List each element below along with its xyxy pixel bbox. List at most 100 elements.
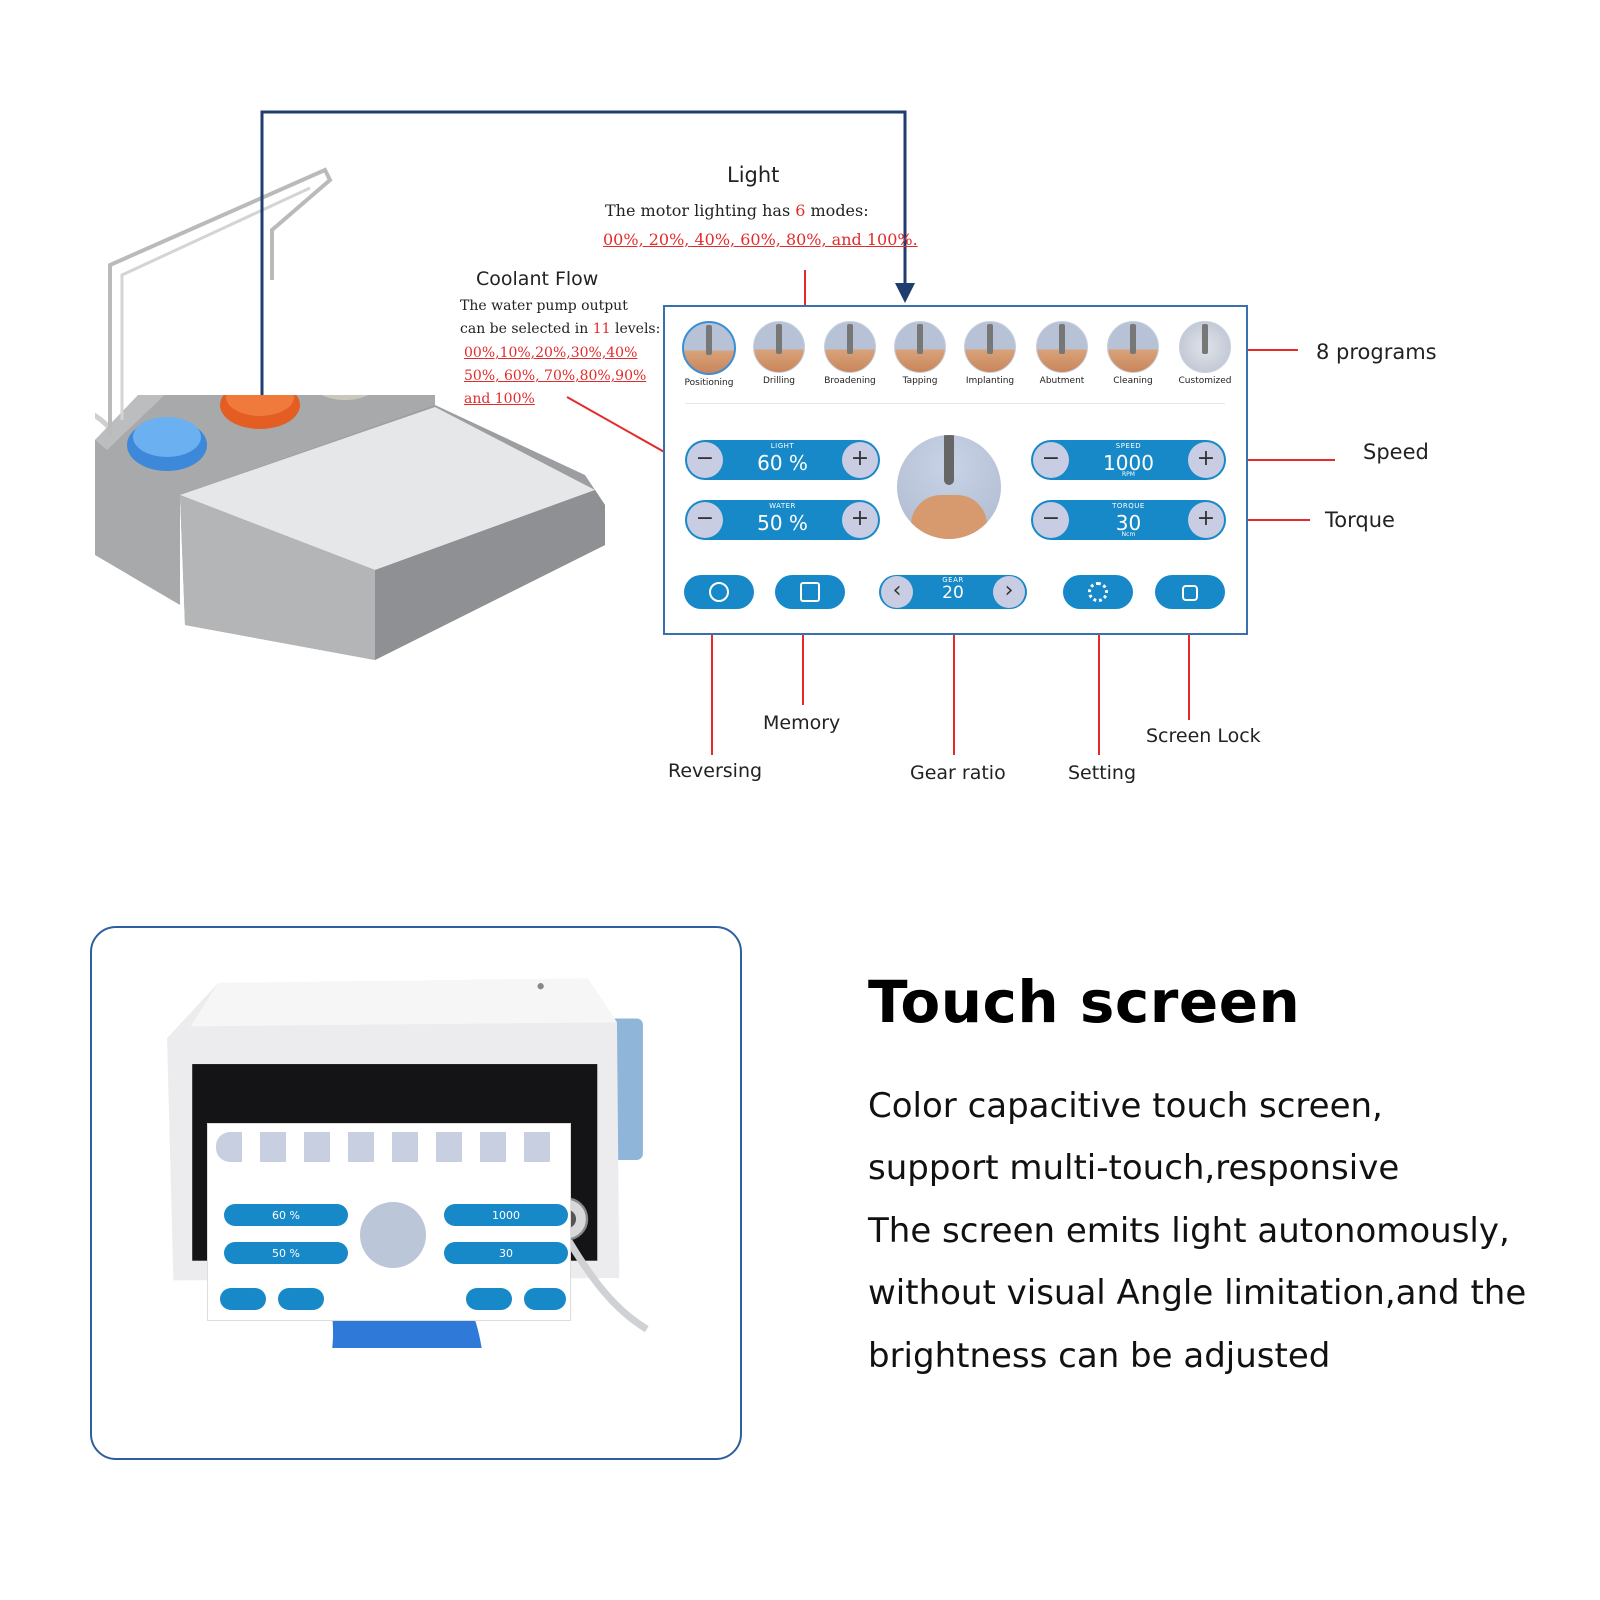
coolant-line1: The water pump output [460, 298, 628, 314]
gear-prev-button[interactable]: ‹ [881, 576, 913, 608]
coolant-values-1: 00%,10%,20%,30%,40% [464, 345, 638, 361]
reverse-icon [709, 582, 729, 602]
program-broadening[interactable]: Broadening [819, 321, 881, 386]
light-value: 60 % [757, 451, 808, 475]
divider [685, 403, 1225, 404]
program-label: Implanting [965, 376, 1015, 386]
light-increase-button[interactable]: + [842, 442, 878, 478]
gear-next-button[interactable]: › [993, 576, 1025, 608]
speed-increase-button[interactable]: + [1188, 442, 1224, 478]
speed-unit: RPM [1122, 471, 1135, 478]
gear-caption: GEAR [942, 576, 964, 584]
water-decrease-button[interactable]: − [687, 502, 723, 538]
light-decrease-button[interactable]: − [687, 442, 723, 478]
light-title: Light [727, 163, 780, 187]
program-label: Abutment [1039, 376, 1085, 386]
program-customized[interactable]: Customized [1174, 321, 1236, 386]
speed-caption: SPEED [1115, 442, 1142, 450]
description-line-2: support multi-touch,responsive [868, 1148, 1400, 1188]
mini-touch-screen: 60 % 50 % 1000 30 [207, 1123, 571, 1321]
light-desc-pre: The motor lighting has [605, 201, 796, 220]
mini-light-control: 60 % [224, 1204, 348, 1226]
handpiece-icon [1179, 321, 1231, 373]
light-caption: LIGHT [770, 442, 795, 450]
program-illustration [897, 435, 1001, 539]
program-label: Customized [1178, 376, 1232, 386]
bone-graphic [911, 495, 987, 539]
mini-program-row [216, 1132, 562, 1162]
coolant-line2-pre: can be selected in [460, 321, 593, 337]
speed-value: 1000 [1103, 451, 1154, 475]
gear-icon [1088, 582, 1108, 602]
reversing-label: Reversing [668, 760, 763, 782]
abutment-icon [1036, 321, 1088, 373]
mini-speed-control: 1000 [444, 1204, 568, 1226]
mini-light-value: 60 % [272, 1209, 300, 1222]
torque-value: 30 [1115, 511, 1142, 535]
coolant-level-count: 11 [592, 321, 611, 337]
speed-label: Speed [1363, 440, 1429, 464]
light-desc-post: modes: [805, 201, 869, 220]
program-abutment[interactable]: Abutment [1031, 321, 1093, 386]
tapping-icon [894, 321, 946, 373]
positioning-icon [682, 321, 736, 375]
mini-torque-value: 30 [499, 1247, 513, 1260]
description-line-3: The screen emits light autonomously, [868, 1211, 1510, 1251]
program-tapping[interactable]: Tapping [889, 321, 951, 386]
setting-button[interactable] [1063, 575, 1133, 609]
coolant-line2: can be selected in 11 levels: [460, 321, 660, 337]
mini-speed-value: 1000 [492, 1209, 520, 1222]
torque-caption: TORQUE [1112, 502, 1145, 510]
torque-increase-button[interactable]: + [1188, 502, 1224, 538]
floppy-disk-icon [800, 582, 820, 602]
program-drilling[interactable]: Drilling [748, 321, 810, 386]
description-line-5: brightness can be adjusted [868, 1336, 1331, 1376]
mini-program-illustration [360, 1202, 426, 1268]
torque-label: Torque [1325, 508, 1395, 532]
setting-label: Setting [1068, 762, 1137, 784]
touch-panel: Positioning Drilling Broadening Tapping … [663, 305, 1248, 635]
screen-lock-label: Screen Lock [1146, 725, 1261, 747]
mini-water-value: 50 % [272, 1247, 300, 1260]
foot-pedal-illustration [95, 395, 605, 660]
mini-memory-button[interactable] [278, 1288, 324, 1310]
water-value: 50 % [757, 511, 808, 535]
broadening-icon [824, 321, 876, 373]
memory-label: Memory [763, 712, 841, 734]
gear-control: ‹ GEAR 20 › [879, 575, 1027, 609]
mini-torque-control: 30 [444, 1242, 568, 1264]
light-control: − LIGHT 60 % + [685, 440, 880, 480]
mini-setting-button[interactable] [466, 1288, 512, 1310]
speed-control: − SPEED 1000 RPM + [1031, 440, 1226, 480]
torque-unit: Ncm [1121, 531, 1136, 538]
coolant-title: Coolant Flow [476, 268, 599, 290]
mini-lock-button[interactable] [524, 1288, 566, 1310]
program-cleaning[interactable]: Cleaning [1102, 321, 1164, 386]
coolant-values-3: and 100% [464, 391, 535, 407]
mini-reverse-button[interactable] [220, 1288, 266, 1310]
programs-label: 8 programs [1316, 340, 1437, 364]
program-positioning[interactable]: Positioning [678, 321, 740, 388]
section-heading: Touch screen [868, 968, 1301, 1036]
speed-decrease-button[interactable]: − [1033, 442, 1069, 478]
light-description: The motor lighting has 6 modes: [605, 201, 869, 220]
coolant-line2-post: levels: [610, 321, 661, 337]
screen-lock-button[interactable] [1155, 575, 1225, 609]
program-label: Positioning [684, 378, 734, 388]
program-label: Tapping [902, 376, 938, 386]
light-mode-count: 6 [795, 201, 806, 220]
torque-decrease-button[interactable]: − [1033, 502, 1069, 538]
drill-icon [944, 435, 954, 485]
implanting-icon [964, 321, 1016, 373]
water-control: − WATER 50 % + [685, 500, 880, 540]
memory-button[interactable] [775, 575, 845, 609]
gear-value: 20 [942, 583, 964, 603]
program-label: Cleaning [1113, 376, 1153, 386]
program-implanting[interactable]: Implanting [959, 321, 1021, 386]
reverse-button[interactable] [684, 575, 754, 609]
water-increase-button[interactable]: + [842, 502, 878, 538]
program-label: Broadening [824, 376, 876, 386]
description-line-1: Color capacitive touch screen, [868, 1086, 1383, 1126]
device-photo: 60 % 50 % 1000 30 [90, 926, 742, 1460]
light-values: 00%, 20%, 40%, 60%, 80%, and 100%. [603, 230, 918, 249]
